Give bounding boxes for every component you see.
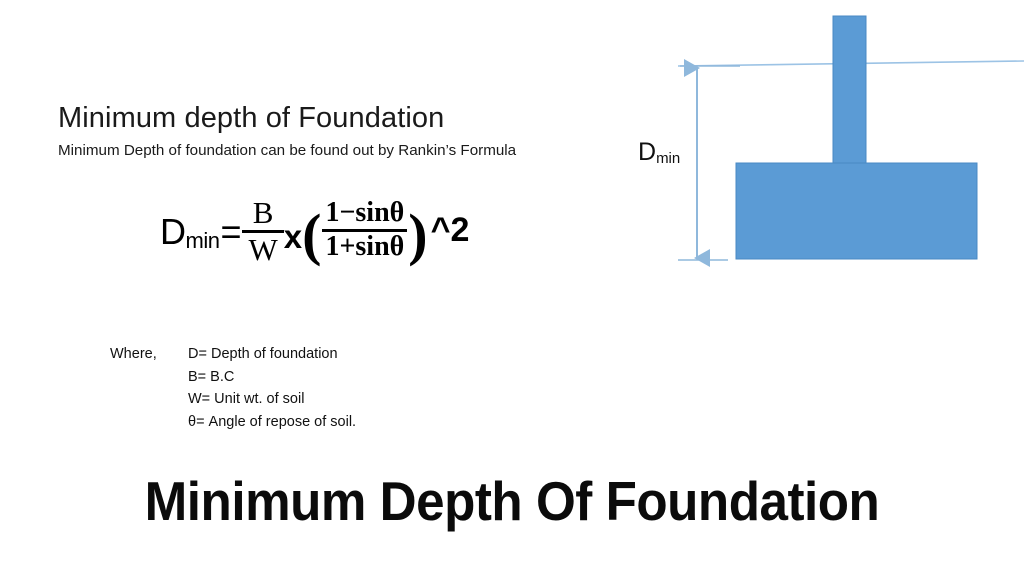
formula-fraction-bw-numerator: B <box>252 195 274 230</box>
formula-fraction-bw-denominator: W <box>248 231 278 267</box>
legend-row: Where, D= Depth of foundation <box>110 343 356 366</box>
page-subtitle: Minimum Depth of foundation can be found… <box>58 142 517 159</box>
dmin-symbol: D <box>638 138 657 166</box>
formula-fraction-sin-denominator: 1+sinθ <box>325 230 405 262</box>
legend-item-unit-weight: W= Unit wt. of soil <box>188 391 305 407</box>
legend-row: B= B.C <box>110 366 356 389</box>
formula-lhs-symbol: D <box>160 211 186 253</box>
formula-close-paren: ) <box>408 201 428 267</box>
formula-fraction-bw-bar <box>242 229 284 233</box>
formula-power: ^2 <box>430 210 470 249</box>
formula-open-paren: ( <box>302 201 322 267</box>
formula-fraction-sin-bar <box>322 228 408 232</box>
legend-item-angle-of-repose: θ= Angle of repose of soil. <box>188 413 357 430</box>
formula-fraction-sin: 1−sinθ 1+sinθ <box>322 197 408 262</box>
legend-row: θ= Angle of repose of soil. <box>110 411 356 434</box>
formula-lhs: Dmin <box>160 211 220 254</box>
formula-fraction-bw: B W <box>242 195 284 267</box>
formula-equals: = <box>220 211 242 253</box>
foundation-footing <box>735 162 978 260</box>
formula-lhs-subscript: min <box>185 228 220 254</box>
legend-where-label: Where, <box>110 346 157 362</box>
bottom-title: Minimum Depth Of Foundation <box>144 470 880 532</box>
legend-item-bc: B= B.C <box>188 368 235 385</box>
page-title: Minimum depth of Foundation <box>58 102 445 134</box>
formula-expression: Dmin = B W x ( 1−sinθ 1+sinθ ) ^2 <box>160 195 470 267</box>
legend-item-depth: D= Depth of foundation <box>188 346 338 362</box>
dmin-subscript: min <box>656 150 681 167</box>
dmin-dimension-label: Dmin <box>638 138 681 167</box>
foundation-column <box>832 15 867 167</box>
formula-multiply: x <box>283 218 303 256</box>
formula-fraction-sin-numerator: 1−sinθ <box>325 197 405 229</box>
legend-row: W= Unit wt. of soil <box>110 388 356 411</box>
legend-block: Where, D= Depth of foundation B= B.C W= … <box>110 343 356 433</box>
foundation-diagram <box>620 0 1024 290</box>
